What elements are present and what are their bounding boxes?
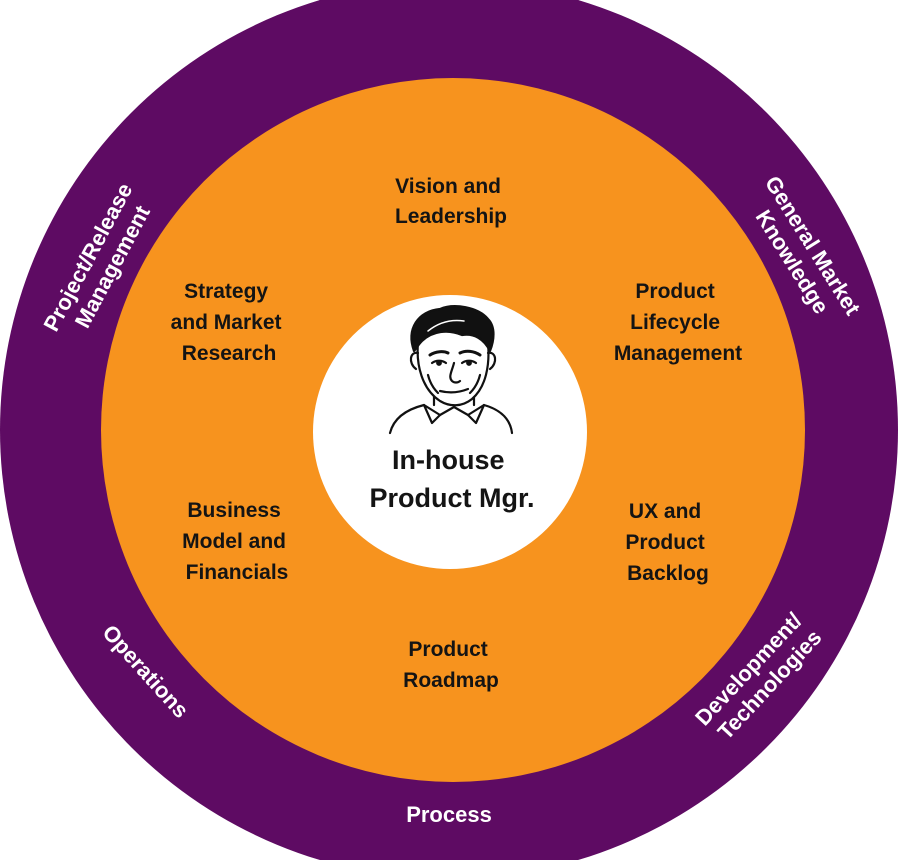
topic-ux-line3: Backlog <box>627 562 709 585</box>
center-title-line2: Product Mgr. <box>369 483 534 513</box>
topic-vision-line1: Vision and <box>395 175 501 198</box>
topic-strategy-line3: Research <box>182 342 277 365</box>
topic-product-lifecycle-management: Product Lifecycle Management <box>614 280 742 365</box>
outer-process-line1: Process <box>406 802 492 827</box>
topic-ux-line1: UX and <box>629 500 701 523</box>
topic-business-line1: Business <box>187 499 280 522</box>
topic-vision-leadership: Vision and Leadership <box>395 175 507 228</box>
topic-strategy-line1: Strategy <box>184 280 268 303</box>
topic-business-line3: Financials <box>186 561 289 584</box>
topic-business-line2: Model and <box>182 530 286 553</box>
topic-roadmap-line1: Product <box>408 638 487 661</box>
topic-lifecycle-line3: Management <box>614 342 742 365</box>
topic-ux-product-backlog: UX and Product Backlog <box>625 500 710 585</box>
topic-lifecycle-line2: Lifecycle <box>630 311 720 334</box>
center-title-line1: In-house <box>392 445 505 475</box>
topic-business-model-financials: Business Model and Financials <box>182 499 292 584</box>
person-portrait-icon <box>388 305 514 435</box>
topic-strategy-line2: and Market <box>171 311 282 334</box>
topic-ux-line2: Product <box>625 531 704 554</box>
topic-strategy-market-research: Strategy and Market Research <box>171 280 288 365</box>
topic-lifecycle-line1: Product <box>635 280 714 303</box>
center-title: In-house Product Mgr. <box>369 445 534 513</box>
topic-product-roadmap: Product Roadmap <box>403 638 499 692</box>
topic-roadmap-line2: Roadmap <box>403 669 499 692</box>
outer-topic-process: Process <box>406 802 492 827</box>
topic-vision-line2: Leadership <box>395 205 507 228</box>
